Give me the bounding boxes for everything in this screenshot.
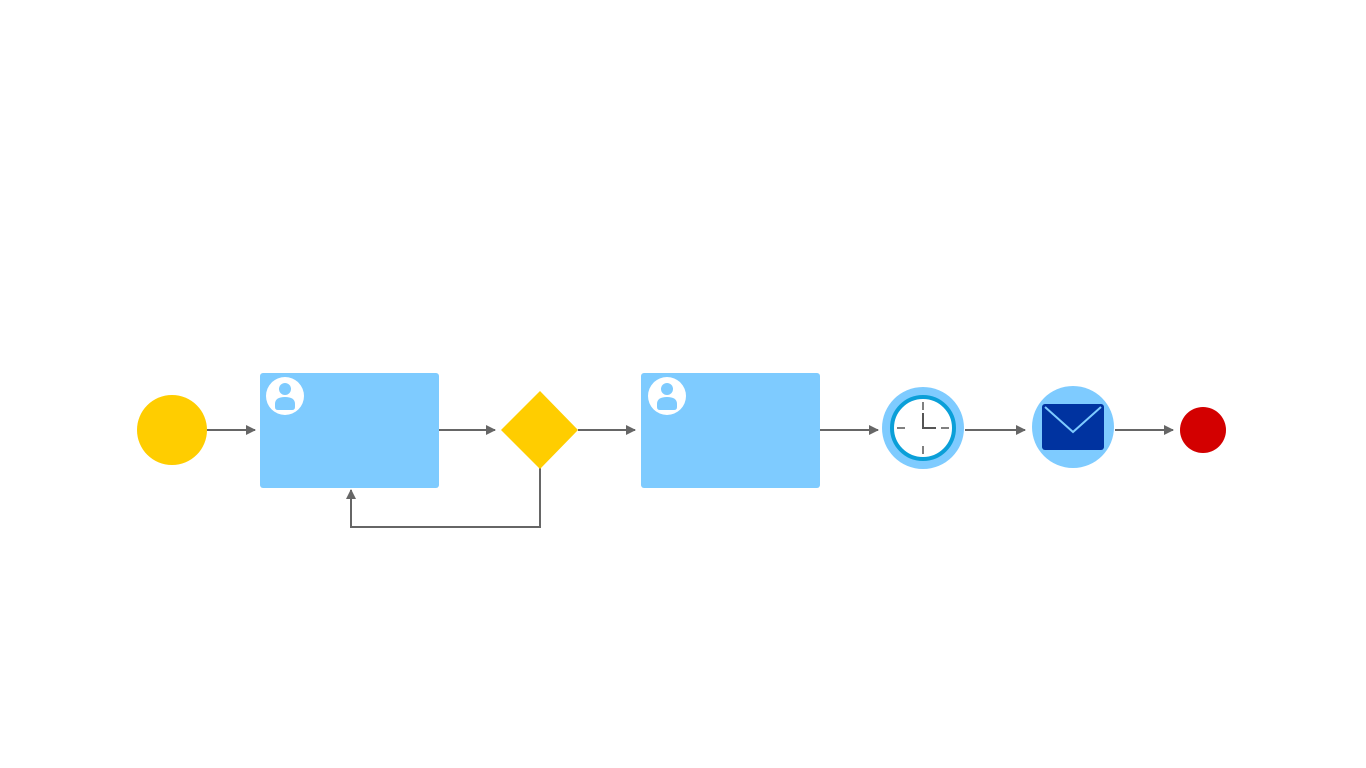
task-box [260, 373, 439, 488]
end-event[interactable] [1180, 407, 1226, 453]
connectors [207, 425, 1174, 528]
message-event[interactable] [1032, 386, 1114, 468]
edge-gateway-loop-to-task1[interactable] [346, 468, 541, 528]
start-event[interactable] [137, 395, 207, 465]
clock-icon [890, 395, 956, 461]
user-icon [648, 377, 686, 415]
task-box [641, 373, 820, 488]
exclusive-gateway[interactable] [501, 391, 578, 469]
user-task-1[interactable] [260, 373, 439, 488]
envelope-icon [1042, 404, 1104, 450]
user-task-2[interactable] [641, 373, 820, 488]
timer-event[interactable] [882, 387, 964, 469]
user-icon [266, 377, 304, 415]
